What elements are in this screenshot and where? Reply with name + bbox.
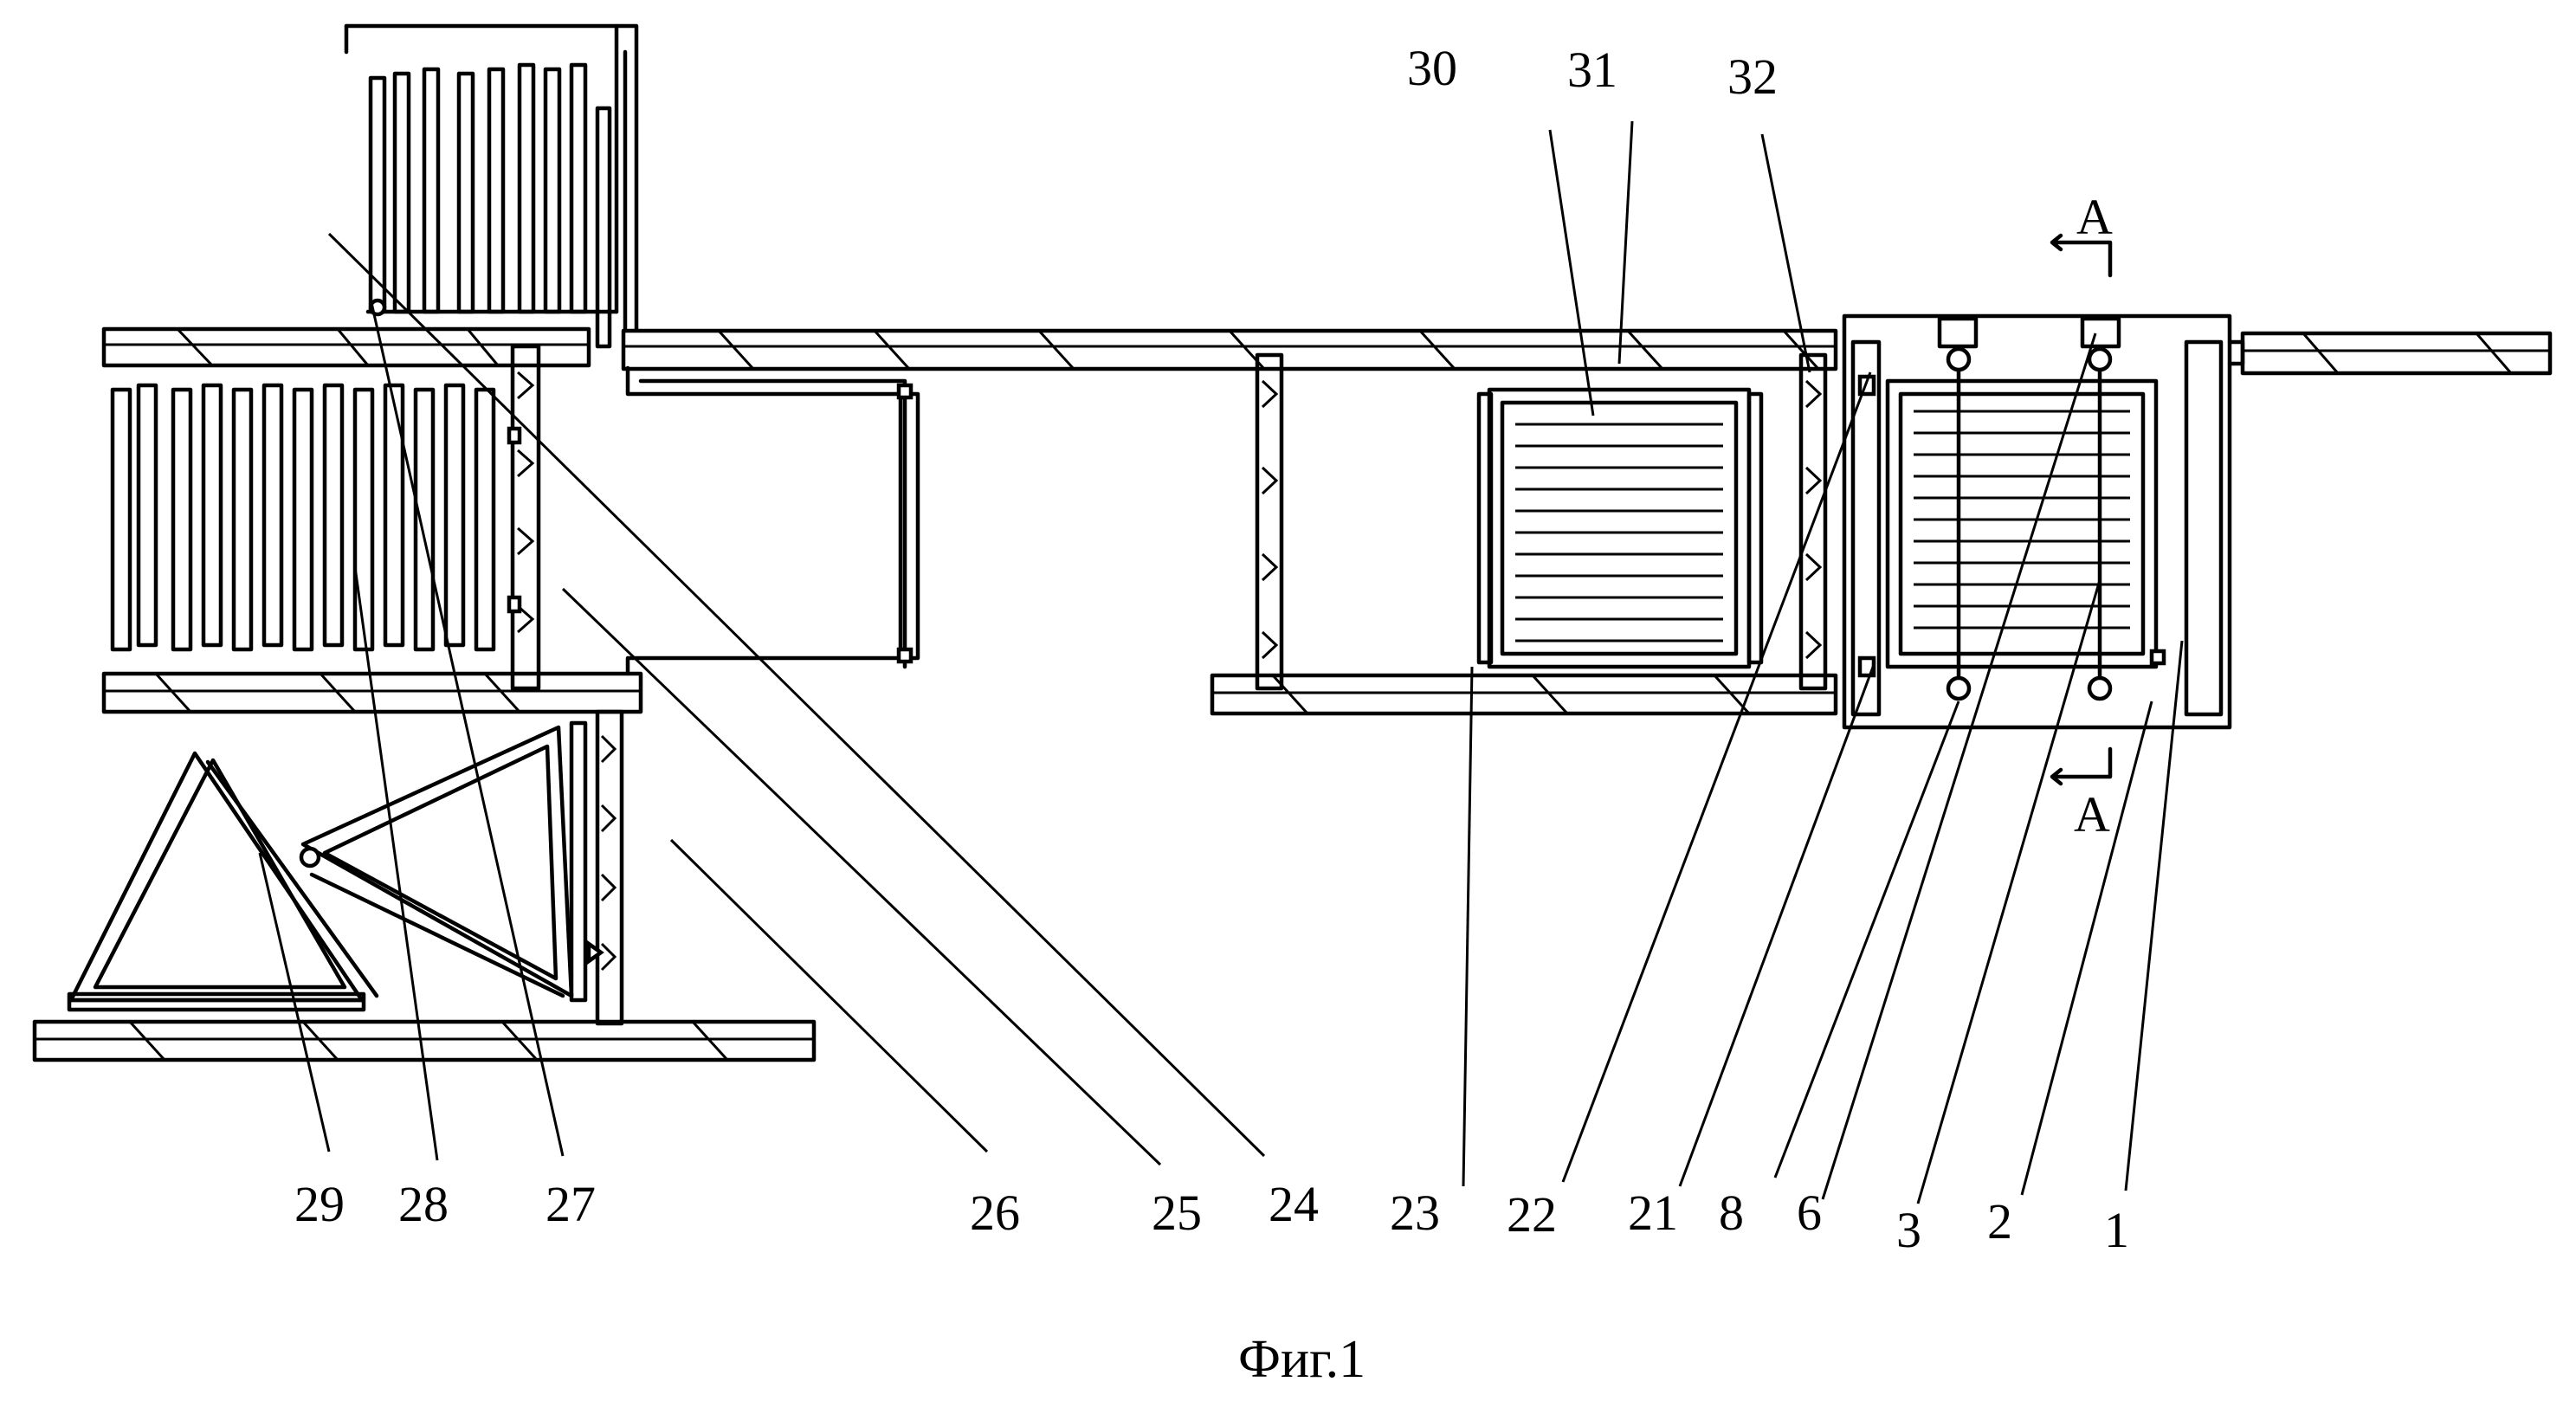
pallet-station-30 <box>1257 355 1825 688</box>
triangle-frames <box>69 727 571 1010</box>
callout-8: 8 <box>1719 1185 1744 1241</box>
left-pallet-stack <box>113 346 539 688</box>
conveyor-rails <box>35 329 2550 1060</box>
leader-lines <box>260 121 2182 1204</box>
callout-2: 2 <box>1987 1193 2012 1249</box>
callout-29: 29 <box>294 1176 345 1232</box>
callout-27: 27 <box>546 1176 596 1232</box>
callout-3: 3 <box>1896 1202 1921 1258</box>
callout-31: 31 <box>1567 42 1617 98</box>
callout-24: 24 <box>1269 1176 1319 1232</box>
section-marker-top: А <box>2076 189 2113 245</box>
callout-25: 25 <box>1152 1185 1202 1241</box>
callout-23: 23 <box>1390 1185 1440 1241</box>
transfer-unit <box>1844 316 2243 727</box>
buffer-frame <box>628 368 918 674</box>
callout-28: 28 <box>398 1176 449 1232</box>
callout-30: 30 <box>1407 40 1457 96</box>
callout-22: 22 <box>1507 1186 1557 1243</box>
callout-26: 26 <box>970 1185 1020 1241</box>
callout-1: 1 <box>2104 1202 2129 1258</box>
callout-21: 21 <box>1628 1185 1678 1241</box>
figure-caption: Фиг.1 <box>1238 1330 1365 1389</box>
top-magazine <box>346 26 636 346</box>
vertical-transfer-post <box>571 712 622 1023</box>
callout-32: 32 <box>1727 48 1778 105</box>
callout-6: 6 <box>1797 1185 1822 1241</box>
section-marker-bottom: А <box>2074 786 2110 843</box>
